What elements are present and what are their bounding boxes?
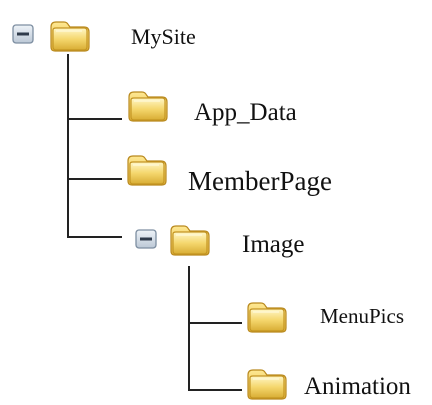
folder-icon	[50, 21, 90, 52]
tree-label-member-page: MemberPage	[188, 166, 332, 196]
folder-icon	[247, 302, 287, 333]
tree-connector-image	[67, 236, 122, 238]
tree-connector-animation	[188, 389, 242, 391]
folder-icon	[127, 155, 167, 186]
collapse-minus-icon[interactable]	[12, 24, 34, 44]
tree-connector-image-vertical	[188, 266, 190, 390]
tree-label-image: Image	[242, 231, 305, 258]
folder-icon	[247, 369, 287, 400]
folder-icon	[128, 91, 168, 122]
tree-connector-root-vertical	[67, 54, 69, 237]
folder-icon	[170, 225, 210, 256]
tree-label-app-data: App_Data	[194, 99, 297, 126]
tree-label-menupics: MenuPics	[320, 304, 404, 328]
collapse-minus-icon[interactable]	[135, 229, 157, 249]
tree-label-animation: Animation	[304, 373, 411, 400]
tree-connector-member-page	[67, 178, 122, 180]
tree-connector-menupics	[188, 322, 242, 324]
tree-connector-app-data	[67, 118, 122, 120]
tree-label-mysite: MySite	[131, 24, 196, 49]
